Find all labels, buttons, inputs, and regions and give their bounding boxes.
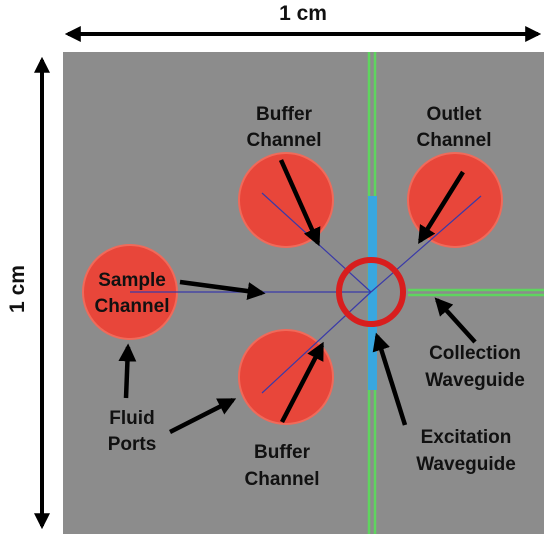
excitation-waveguide [368, 196, 377, 390]
arrow-buffer-top [278, 159, 321, 247]
arrow-excitation [372, 332, 408, 426]
label-collection-line1: Collection [429, 343, 521, 364]
width-dimension-label: 1 cm [279, 2, 327, 25]
label-buffer-bottom-line1: Buffer [254, 442, 311, 463]
label-sample-line2: Channel [95, 296, 170, 317]
arrow-buffer-bottom [280, 341, 324, 424]
label-buffer-bottom-line2: Channel [245, 469, 320, 490]
label-collection-line2: Waveguide [425, 370, 525, 391]
label-fluid-ports-line1: Fluid [109, 408, 154, 429]
label-excitation-line1: Excitation [421, 427, 512, 448]
arrow-fluid-ports-sample [118, 343, 137, 399]
label-excitation-line2: Waveguide [416, 454, 516, 475]
arrow-outlet [418, 170, 465, 245]
port-outlet [407, 152, 503, 248]
ring-resonator [336, 257, 406, 327]
label-buffer-top-line2: Channel [247, 130, 322, 151]
label-fluid-ports-line2: Ports [108, 434, 157, 455]
height-dimension-label: 1 cm [6, 265, 29, 313]
annotation-arrows [118, 159, 477, 435]
arrow-fluid-ports-buffer [168, 397, 237, 435]
arrow-collection [434, 297, 477, 344]
arrow-sample [179, 279, 266, 301]
label-buffer-top-line1: Buffer [256, 104, 313, 125]
label-sample-line1: Sample [98, 270, 166, 291]
label-outlet-line2: Channel [417, 130, 492, 151]
label-outlet-line1: Outlet [427, 104, 483, 125]
